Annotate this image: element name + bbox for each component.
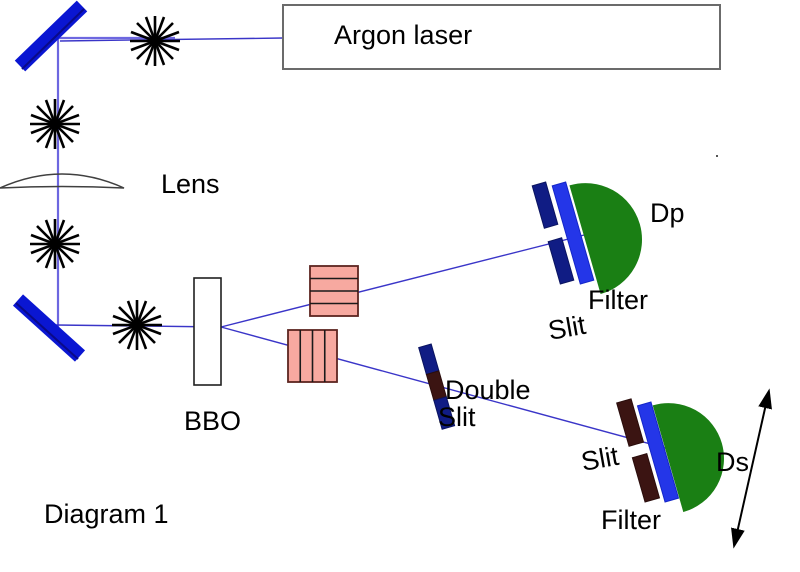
detector-dp-label: Dp: [650, 198, 685, 228]
bbo-crystal-body[interactable]: [193, 277, 222, 386]
detector-dp-body[interactable]: [569, 170, 655, 295]
detector-assembly-ds[interactable]: Ds Filter Slit: [579, 391, 749, 535]
double-slit-bar-bottom[interactable]: [433, 396, 456, 430]
mirror-bottom-left-surface[interactable]: [12, 294, 86, 362]
beam-marker-star-4: [112, 300, 162, 350]
beam-marker-star-2: [30, 99, 80, 149]
slit-dp-bar-bottom[interactable]: [547, 237, 575, 285]
argon-laser-label: Argon laser: [334, 20, 472, 50]
bbo-label: BBO: [184, 406, 241, 436]
argon-laser-source[interactable]: Argon laser: [282, 4, 721, 70]
slit-ds-label: Slit: [579, 441, 622, 477]
beam-laser-to-mirror: [59, 37, 284, 42]
double-slit-label-line2: Slit: [438, 402, 476, 432]
bbo-crystal[interactable]: BBO: [184, 277, 241, 436]
mirror-bottom-left[interactable]: [12, 294, 86, 362]
double-slit-assembly[interactable]: Double Slit: [418, 343, 531, 432]
lens-shape[interactable]: [0, 173, 125, 189]
scan-arrow-line: [731, 388, 772, 549]
scan-direction-arrow: [731, 388, 772, 549]
filter-ds-label: Filter: [601, 505, 661, 535]
detector-ds-label: Ds: [716, 447, 749, 477]
stray-dot: [716, 155, 718, 157]
beam-upper-arm: [220, 230, 601, 328]
double-slit-bar-top[interactable]: [418, 343, 440, 376]
mirror-top-left-surface[interactable]: [14, 0, 88, 72]
filter-dp-bar[interactable]: [551, 181, 595, 285]
argon-laser-box[interactable]: [282, 4, 721, 70]
beam-paths: [55, 36, 681, 453]
slit-ds-bar-bottom[interactable]: [631, 453, 661, 503]
filter-ds-bar[interactable]: [636, 401, 680, 503]
mirror-top-left[interactable]: [14, 0, 88, 72]
lens-label: Lens: [161, 169, 220, 199]
mirror-top-left-edge: [21, 8, 85, 70]
slit-dp-label: Slit: [546, 310, 589, 346]
striped-block-lower[interactable]: [287, 329, 338, 383]
detector-ds-body[interactable]: [652, 391, 736, 513]
filter-dp-label: Filter: [588, 285, 648, 315]
figure-caption: Diagram 1: [44, 499, 169, 529]
double-slit-aperture-center[interactable]: [425, 370, 447, 402]
double-slit-label-line1: Double: [445, 375, 531, 405]
beam-marker-star-3: [30, 219, 80, 269]
striped-block-upper[interactable]: [309, 265, 359, 317]
slit-dp-bar-top[interactable]: [531, 181, 559, 229]
beam-marker-star-1: [130, 16, 180, 66]
detector-assembly-dp[interactable]: Dp Filter Slit: [531, 170, 685, 346]
slit-ds-bar-top[interactable]: [616, 398, 645, 447]
lens[interactable]: Lens: [0, 169, 220, 199]
mirror-bottom-left-edge: [15, 302, 79, 360]
